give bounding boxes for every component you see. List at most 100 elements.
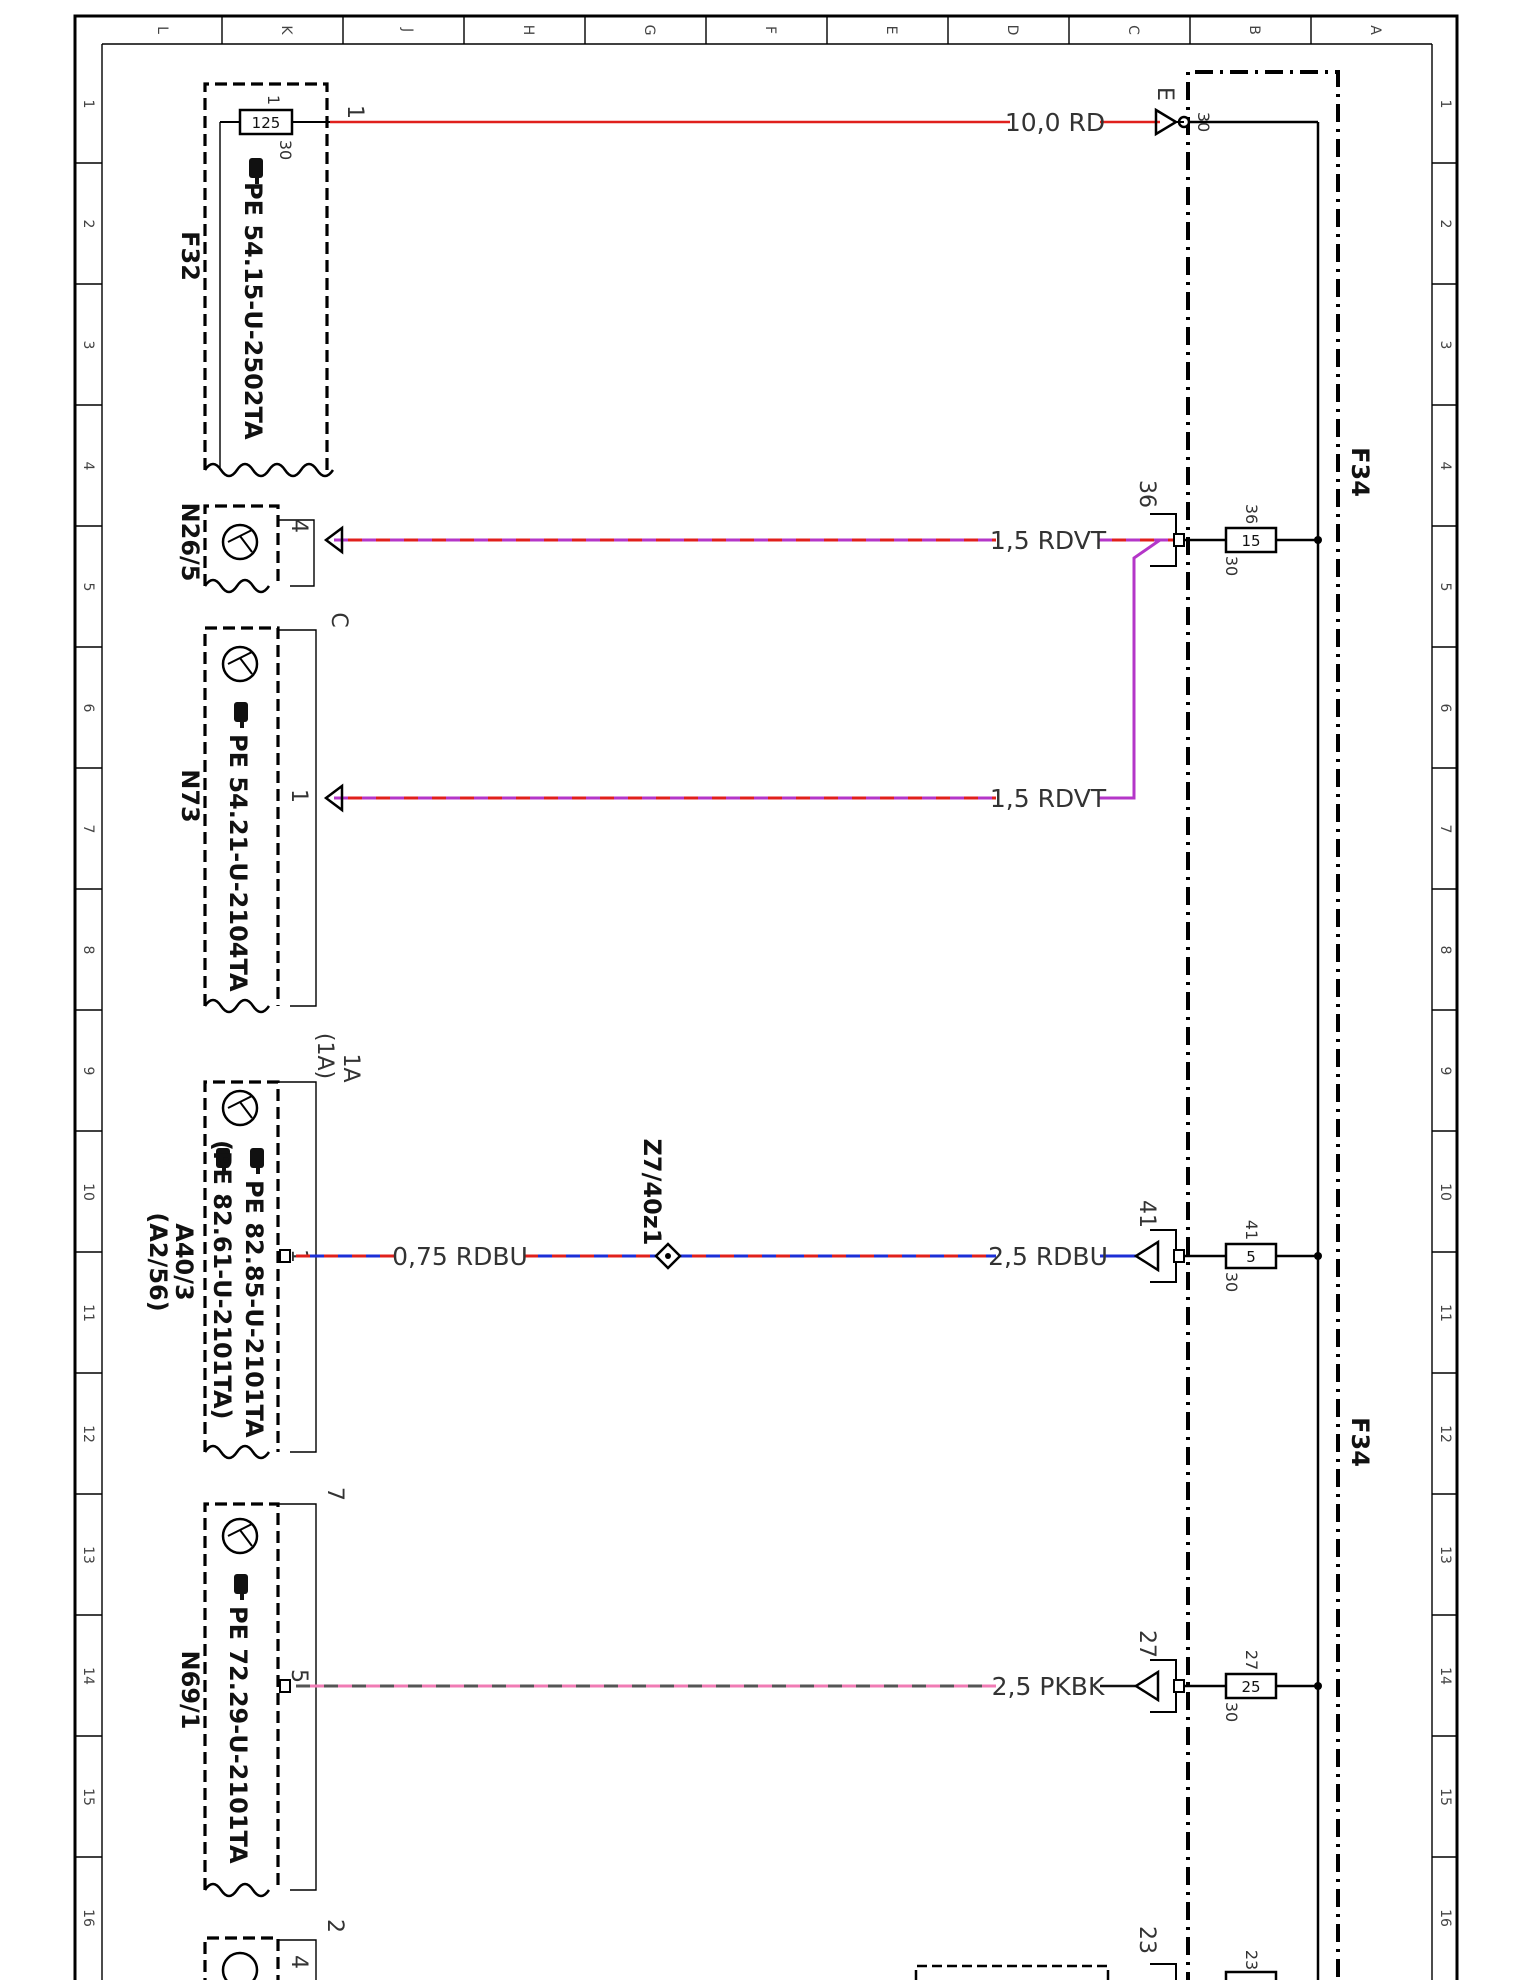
fuse-value: 5 xyxy=(1246,1248,1256,1266)
row-label: 4 xyxy=(1437,462,1453,471)
f32-pin-out: 30 xyxy=(276,140,295,160)
col-label: L xyxy=(154,26,170,34)
row-label: 8 xyxy=(80,946,96,955)
row-label: 15 xyxy=(1437,1788,1453,1806)
row-label: 7 xyxy=(1437,825,1453,834)
n26-5-pin: 4 xyxy=(286,519,311,533)
row-label: 9 xyxy=(80,1067,96,1076)
col-label: D xyxy=(1004,25,1020,36)
n73-marker: C xyxy=(326,612,351,627)
a40-3-component: PE 82.85-U-2101TA (PE 82.61-U-2101TA) 1 … xyxy=(144,1033,363,1460)
row-label: 9 xyxy=(1437,1067,1453,1076)
transistor-icon xyxy=(221,1089,259,1127)
f32-fuse-value: 125 xyxy=(252,114,281,132)
n73-component: PE 54.21-U-2104TA 1 C N73 xyxy=(176,612,351,1014)
bottom-component-marker: 2 xyxy=(322,1919,347,1933)
f32-component: 125 1 30 1 PE 54.15-U-2502TA F32 xyxy=(176,82,367,478)
connector-pin: 23 xyxy=(1134,1926,1159,1954)
f32-pin-in: 1 xyxy=(264,95,283,105)
row-label: 5 xyxy=(80,583,96,592)
transistor-icon xyxy=(221,1517,259,1555)
n73-pin: 1 xyxy=(286,789,311,803)
row-label: 14 xyxy=(80,1667,96,1685)
hand-icon xyxy=(250,1148,264,1174)
row-label: 15 xyxy=(80,1788,96,1806)
wire-2-5-pkbk: 2,5 PKBK 27 xyxy=(279,1630,1185,1713)
col-label: H xyxy=(520,25,536,36)
connector-pin: 36 xyxy=(1134,480,1159,508)
hand-icon xyxy=(216,1148,230,1174)
transistor-icon xyxy=(221,523,259,561)
fuse-pin-in: 41 xyxy=(1242,1220,1261,1240)
row-label: 14 xyxy=(1437,1667,1453,1685)
grid-row-labels-left: 1 2 3 4 5 6 7 8 9 10 11 12 13 14 15 16 xyxy=(80,100,96,1927)
f34-label-bottom: F34 xyxy=(1346,1417,1374,1467)
row-label: 8 xyxy=(1437,946,1453,955)
a40-3-label-alt: (A2/56) xyxy=(144,1212,172,1311)
row-label: 2 xyxy=(80,220,96,229)
grid-row-labels-right: 1 2 3 4 5 6 7 8 9 10 11 12 13 14 15 16 xyxy=(1437,100,1453,1927)
col-label: K xyxy=(278,25,294,35)
a40-3-doc-ref-alt: (PE 82.61-U-2101TA) xyxy=(208,1140,236,1419)
fuse-bottom: 23 xyxy=(1224,1950,1278,1980)
row-label: 11 xyxy=(80,1304,96,1322)
a40-3-label: A40/3 xyxy=(170,1223,198,1300)
row-label: 13 xyxy=(1437,1546,1453,1564)
wire-label: 10,0 RD xyxy=(1005,108,1105,137)
connector-pin: 27 xyxy=(1134,1630,1159,1658)
fuse-pin-out: 30 xyxy=(1222,556,1241,576)
f34-marker-e: E xyxy=(1152,87,1177,101)
row-label: 2 xyxy=(1437,220,1453,229)
row-label: 6 xyxy=(80,704,96,713)
connector-pin: 41 xyxy=(1134,1200,1159,1228)
col-label: B xyxy=(1246,25,1262,35)
wire-label: 2,5 PKBK xyxy=(992,1672,1105,1701)
col-label: J xyxy=(399,27,415,32)
row-label: 11 xyxy=(1437,1304,1453,1322)
fuse-pin-in: 27 xyxy=(1242,1650,1261,1670)
n26-5-component: 4 N26/5 xyxy=(176,503,315,594)
wire-bottom-partial: 23 xyxy=(914,1926,1177,1980)
hand-icon xyxy=(234,702,248,728)
hand-icon xyxy=(249,158,263,184)
row-label: 7 xyxy=(80,825,96,834)
wire-1-5-rdvt-b: 1,5 RDVT xyxy=(323,538,1161,813)
fuse-15: 15 36 30 xyxy=(1184,504,1322,576)
row-label: 5 xyxy=(1437,583,1453,592)
row-label: 10 xyxy=(80,1183,96,1201)
n26-5-label: N26/5 xyxy=(176,503,204,582)
fuse-pin-out: 30 xyxy=(1222,1702,1241,1722)
f32-doc-ref: PE 54.15-U-2502TA xyxy=(239,182,267,440)
wire-10-0-rd: 10,0 RD xyxy=(330,107,1184,137)
grid-column-labels: L K J H G F E D C B A xyxy=(154,25,1383,36)
col-label: A xyxy=(1367,25,1383,35)
f34-pin-30: 30 xyxy=(1194,112,1213,132)
grid-column-ticks xyxy=(221,16,1312,44)
wire-rdbu: 0,75 RDBU 2,5 RDBU 41 xyxy=(279,1200,1185,1283)
col-label: F xyxy=(762,26,778,34)
n69-1-label: N69/1 xyxy=(176,1651,204,1730)
row-label: 1 xyxy=(1437,100,1453,109)
wire-label: 0,75 RDBU xyxy=(392,1242,528,1271)
n73-label: N73 xyxy=(176,769,204,822)
splice-z7-40z1: Z7/40z1 xyxy=(638,1139,682,1270)
fuse-pin-in: 23 xyxy=(1242,1950,1261,1970)
row-label: 12 xyxy=(1437,1425,1453,1443)
splice-label: Z7/40z1 xyxy=(638,1139,666,1246)
a40-3-marker: 1A xyxy=(338,1053,363,1082)
drawing-frame xyxy=(73,14,1459,1980)
fuse-25: 25 27 30 xyxy=(1184,1650,1322,1722)
transistor-icon xyxy=(221,1951,259,1980)
f34-fuse-box: F34 F34 E 30 xyxy=(1152,70,1374,1980)
bottom-component: 4 2 xyxy=(203,1919,347,1980)
n69-1-pin: 5 xyxy=(286,1669,311,1683)
row-label: 6 xyxy=(1437,704,1453,713)
row-label: 10 xyxy=(1437,1183,1453,1201)
row-label: 3 xyxy=(1437,341,1453,350)
bottom-component-pin: 4 xyxy=(286,1955,311,1969)
col-label: C xyxy=(1125,25,1141,35)
wire-label: 1,5 RDVT xyxy=(990,526,1107,555)
transistor-icon xyxy=(221,645,259,683)
f34-label-top: F34 xyxy=(1346,447,1374,497)
